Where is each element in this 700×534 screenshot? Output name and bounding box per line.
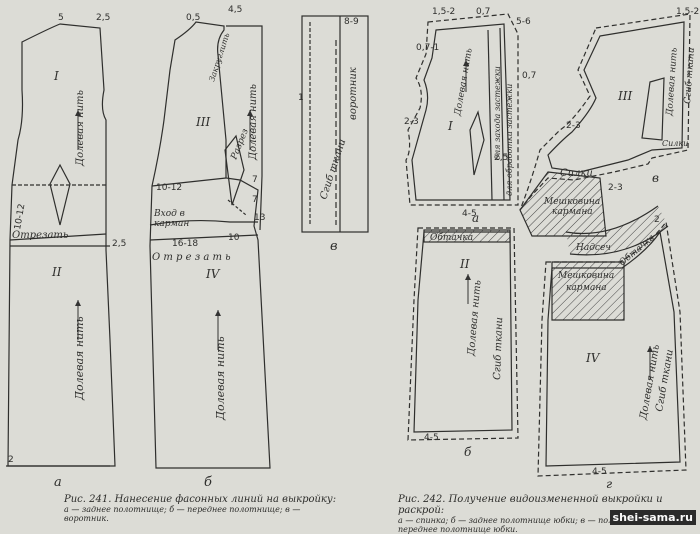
fig242-sacking-upper-line2: кармана xyxy=(552,207,593,217)
fig241-cut-back: Отрезать xyxy=(12,230,68,241)
fig241-fold: Сгиб ткани xyxy=(318,138,348,201)
fig241-num-2: 2 xyxy=(8,455,14,465)
fig241-back-panel xyxy=(7,23,116,467)
grain-arrows xyxy=(75,60,653,380)
fig241-pocket-entry-line1: Вход в xyxy=(153,209,185,219)
fig241-letter-a: а xyxy=(54,475,62,490)
fig241-grain-back-bodice: Долевая нить xyxy=(75,90,86,167)
fig242-letter-b: б xyxy=(464,445,472,459)
fig241-collar xyxy=(301,15,369,233)
fig242-num-5-6: 5-6 xyxy=(516,17,531,27)
fig242-num-2-3-b: 2-3 xyxy=(566,121,581,131)
fig242-sacking-upper-line1: Мешковина xyxy=(543,197,600,207)
fig241-grain-back-skirt: Долевая нить xyxy=(73,316,86,401)
fig241-grain-front-bodice: Долевая нить xyxy=(248,84,259,161)
fig242-num-1-5-2-b: 1,5-2 xyxy=(676,7,699,17)
fig242-num-2-5: 2,5 xyxy=(494,153,508,163)
fig242-fold-front: Сгиб ткани xyxy=(682,47,697,104)
fig241-collar-label: воротник xyxy=(348,67,359,120)
fig241-num-16-18: 16-18 xyxy=(172,239,198,249)
fig241-grain-front-skirt: Долевая нить xyxy=(214,336,227,421)
fig242-num-4-5: 4-5 xyxy=(462,209,477,219)
fig242-num-0-7-b: 0,7 xyxy=(522,71,536,81)
fig242-letter-g: г xyxy=(606,477,612,491)
fig242-obtachka-back: Обтачка xyxy=(430,232,473,243)
fig242-fold-back-skirt: Сгиб ткани xyxy=(492,317,505,380)
fig242-back-bodice xyxy=(405,13,519,206)
fig242-roman-IV: IV xyxy=(585,351,601,365)
fig241-roman-I: I xyxy=(53,69,59,83)
fig242-roman-III: III xyxy=(617,89,632,103)
fig241-num-10-12: 10-12 xyxy=(13,203,27,230)
fig242-num-0-7-1: 0,7-1 xyxy=(416,43,439,53)
fig242-roman-II: II xyxy=(459,257,470,271)
fig241-num-10: 10 xyxy=(228,233,240,243)
fig242-caption-title: Рис. 242. Получение видоизмененной выкро… xyxy=(398,494,663,516)
fig242-roman-I: I xyxy=(447,119,453,133)
fig241-roman-IV: IV xyxy=(205,267,221,281)
fig242-num-4-5-c: 4-5 xyxy=(592,467,607,477)
fig242-silki: Силки xyxy=(560,168,593,179)
fig241-num-7-a: 7 xyxy=(252,175,258,185)
fig241-pocket-entry-line2: карман xyxy=(154,219,189,229)
fig241-letter-b: б xyxy=(204,475,212,490)
fig242-num-2: 2 xyxy=(654,215,660,225)
fig241-cut-front: О т р е з а т ь xyxy=(152,252,231,263)
fig242-sacking-lower-line1: Мешковина xyxy=(557,271,614,281)
fig241-num-2-5: 2,5 xyxy=(96,13,110,23)
fig242-letter-v: в xyxy=(652,171,659,185)
fig242-grain-back-skirt: Долевая нить xyxy=(466,280,484,358)
fig241-num-10-12-b: 10-12 xyxy=(156,183,182,193)
fig242-zip-label: для захода застежки xyxy=(493,66,502,160)
fig241-num-2-5-b: 2,5 xyxy=(112,239,126,249)
fig242-back-skirt xyxy=(407,227,519,441)
fig242-grain-front: Долевая нить xyxy=(665,47,680,117)
fig242-zip-label-2: для обработки застежки xyxy=(505,84,514,196)
fig241-caption-title: Рис. 241. Нанесение фасонных линий на вы… xyxy=(64,494,337,505)
fig242-num-2-3: 2-3 xyxy=(404,117,419,127)
fig241-roman-III: III xyxy=(195,115,210,129)
fig242-num-0-7: 0,7 xyxy=(476,7,490,17)
fig242-num-4-5-b: 4-5 xyxy=(424,433,439,443)
fig241-num-0-5: 0,5 xyxy=(186,13,200,23)
fig242-num-1-5-2: 1,5-2 xyxy=(432,7,455,17)
fig241-roman-II: II xyxy=(51,265,62,279)
watermark: shei-sama.ru xyxy=(609,510,696,525)
fig241-num-8-9: 8-9 xyxy=(344,17,359,27)
fig241-letter-v: в xyxy=(330,239,338,254)
fig241-num-4-5: 4,5 xyxy=(228,5,242,15)
fig241-caption-sub: а — заднее полотнище; б — переднее полот… xyxy=(64,505,301,523)
fig241-caption: Рис. 241. Нанесение фасонных линий на вы… xyxy=(64,494,344,523)
fig241-num-1: 1 xyxy=(298,93,304,103)
fig242-front-bodice xyxy=(519,13,691,211)
fig242-nadsech: Надсеч xyxy=(575,243,611,253)
fig241-num-13: 13 xyxy=(254,213,265,223)
fig242-num-2-3-c: 2-3 xyxy=(608,183,623,193)
fig242-silki-right: Силки xyxy=(662,139,688,148)
fig241-num-5: 5 xyxy=(58,13,64,23)
fig242-sacking-lower-line2: кармана xyxy=(566,283,607,293)
fig241-num-7-b: 7 xyxy=(252,195,258,205)
fig242-front-skirt xyxy=(537,205,687,477)
fig241-front-panel xyxy=(149,21,271,469)
fig242-grain-back: Долевая нить xyxy=(453,47,475,117)
fig242-letter-a: а xyxy=(472,211,479,225)
